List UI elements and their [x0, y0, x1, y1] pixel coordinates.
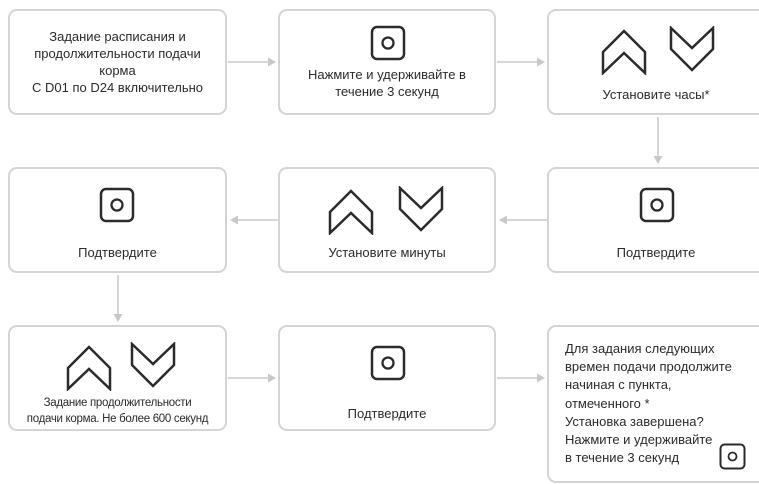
step-9-text: Для задания следующих времен подачи прод… [565, 341, 732, 466]
connector-arrow-8-9 [497, 373, 545, 383]
step-2-text: Нажмите и удерживайте в течение 3 секунд [308, 67, 466, 99]
square-button-icon [719, 443, 746, 470]
step-7-text: Задание продолжительности подачи корма. … [26, 397, 209, 425]
step-3-text: Установите часы* [602, 87, 710, 102]
connector-arrow-1-2 [228, 57, 276, 67]
connector-arrow-5-6 [230, 215, 278, 225]
square-button-icon [639, 187, 675, 223]
step-4-text: Подтвердите [616, 245, 696, 260]
step-8-text: Подтвердите [347, 406, 427, 421]
step-box-2: Нажмите и удерживайте в течение 3 секунд [278, 9, 496, 115]
down-arrow-icon [398, 186, 444, 232]
connector-arrow-2-3 [497, 57, 545, 67]
step-box-7: Задание продолжительности подачи корма. … [8, 325, 227, 431]
up-arrow-icon [328, 189, 374, 235]
connector-arrow-7-8 [228, 373, 276, 383]
step-5-text: Установите минуты [328, 245, 446, 260]
step-1-text: Задание расписания и продолжительности п… [32, 29, 203, 95]
connector-arrow-6-7 [113, 275, 123, 322]
step-box-8: Подтвердите [278, 325, 496, 431]
up-arrow-icon [66, 345, 112, 391]
up-arrow-icon [601, 29, 647, 75]
step-box-1: Задание расписания и продолжительности п… [8, 9, 227, 115]
square-button-icon [370, 345, 406, 381]
connector-arrow-3-4 [653, 117, 663, 164]
square-button-icon [99, 187, 135, 223]
step-6-text: Подтвердите [78, 245, 157, 260]
step-box-4: Подтвердите [547, 167, 759, 273]
step-box-9: Для задания следующих времен подачи прод… [547, 325, 759, 483]
step-box-5: Установите минуты [278, 167, 496, 273]
step-box-3: Установите часы* [547, 9, 759, 115]
step-box-6: Подтвердите [8, 167, 227, 273]
down-arrow-icon [130, 342, 176, 388]
down-arrow-icon [669, 26, 715, 72]
square-button-icon [370, 25, 406, 61]
connector-arrow-4-5 [499, 215, 547, 225]
